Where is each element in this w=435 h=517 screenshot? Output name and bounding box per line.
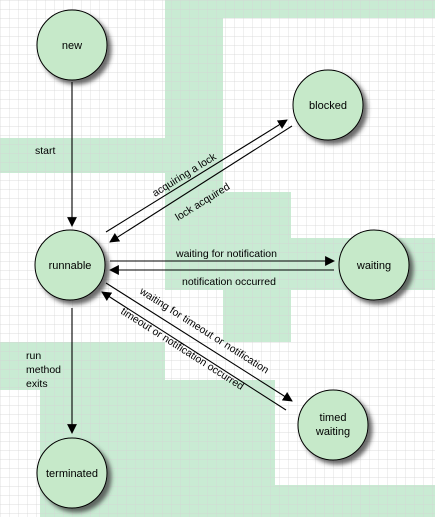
state-runnable-label: runnable (49, 260, 92, 272)
state-terminated: terminated (36, 437, 108, 509)
label-run-method-exits-2: method (26, 364, 61, 376)
transition-timed-waiting-to-runnable (101, 291, 287, 411)
transition-blocked-to-runnable (109, 125, 293, 243)
transition-runnable-to-blocked (105, 119, 288, 233)
state-new: new (36, 9, 108, 81)
transition-runnable-to-timed-waiting (105, 282, 293, 402)
state-terminated-label: terminated (46, 468, 98, 480)
state-timed-waiting-circle (297, 389, 369, 461)
state-runnable: runnable (34, 229, 106, 301)
state-waiting: waiting (338, 229, 410, 301)
state-terminated-circle (36, 437, 108, 509)
state-blocked-circle (292, 69, 364, 141)
state-blocked-label: blocked (309, 100, 347, 112)
state-blocked: blocked (292, 69, 364, 141)
state-new-label: new (62, 40, 82, 52)
label-start: start (35, 145, 56, 157)
state-timed-waiting-label-1: timed (320, 412, 347, 424)
state-new-circle (36, 9, 108, 81)
state-waiting-label: waiting (356, 260, 391, 272)
label-run-method-exits-3: exits (26, 378, 48, 390)
label-waiting-for-notification: waiting for notification (175, 248, 277, 260)
label-notification-occurred: notification occurred (182, 276, 276, 288)
state-waiting-circle (338, 229, 410, 301)
state-runnable-circle (34, 229, 106, 301)
state-timed-waiting: timed waiting (297, 389, 369, 461)
label-run-method-exits-1: run (26, 350, 41, 362)
state-timed-waiting-label-2: waiting (315, 426, 350, 438)
